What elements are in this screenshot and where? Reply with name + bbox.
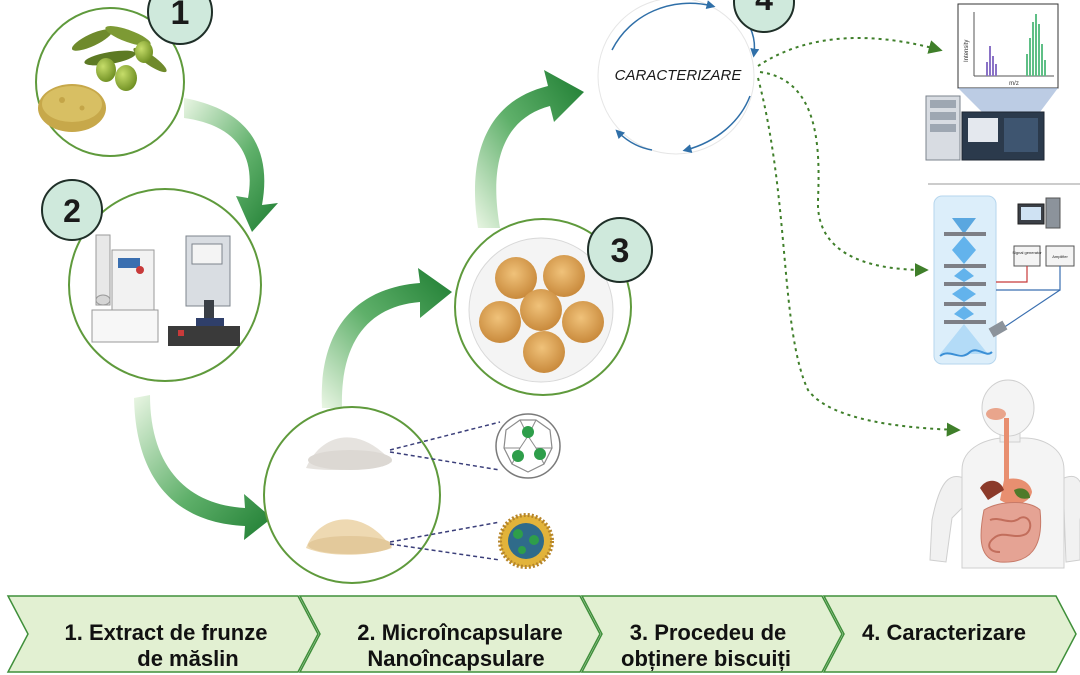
step-4-badge: 4 bbox=[733, 0, 795, 33]
mass-spectrometer-image bbox=[925, 88, 1058, 161]
mass-spectrum-panel: Intensity m/z bbox=[957, 3, 1059, 89]
flow-arrow-2-to-powders bbox=[134, 395, 272, 540]
flow-arrow-powders-to-3 bbox=[321, 268, 452, 408]
spectrum-y-label: Intensity bbox=[964, 40, 970, 62]
fullerene-capsule-icon bbox=[495, 413, 561, 479]
step-4-number: 4 bbox=[755, 0, 773, 17]
step-1-number: 1 bbox=[171, 0, 190, 32]
spectrum-peaks-green bbox=[1026, 14, 1046, 76]
center-label: CARACTERIZARE bbox=[615, 67, 743, 84]
banner-segment-3 bbox=[580, 595, 843, 673]
step-2-number: 2 bbox=[63, 193, 81, 229]
banner-segment-2 bbox=[298, 595, 601, 673]
spectrum-peaks-purple bbox=[986, 46, 997, 76]
spectrum-x-label: m/z bbox=[1009, 81, 1019, 87]
step-1-badge: 1 bbox=[147, 0, 213, 45]
olive-leaf-powder-image bbox=[38, 84, 106, 132]
acoustic-setup-image: Signal generator Amplifier bbox=[933, 195, 1075, 365]
banner-3-line2: obținere biscuiți bbox=[621, 646, 791, 671]
olive-leaves-image bbox=[71, 26, 167, 91]
flow-arrow-3-to-4 bbox=[474, 70, 584, 228]
spray-dryer-image bbox=[91, 234, 159, 343]
step-3-circle bbox=[454, 218, 632, 396]
banner-segment-1 bbox=[6, 595, 319, 673]
biscuits-image bbox=[479, 255, 604, 373]
step-2-badge: 2 bbox=[41, 179, 103, 241]
step-1-circle bbox=[35, 7, 185, 157]
characterization-cycle: CARACTERIZARE bbox=[597, 0, 760, 155]
homogenizer-image bbox=[168, 235, 240, 346]
banner-2-line2: Nanoîncapsulare bbox=[367, 646, 544, 671]
digestive-system-image bbox=[929, 379, 1080, 569]
dotted-arrow-acoustic bbox=[759, 71, 929, 277]
white-powder-image bbox=[306, 437, 392, 470]
dotted-arrow-mass-spec bbox=[757, 37, 943, 67]
signal-generator-label: Signal generator bbox=[1012, 250, 1042, 255]
banner-4-line1: 4. Caracterizare bbox=[862, 620, 1026, 645]
banner-3-line1: 3. Procedeu de bbox=[630, 620, 787, 645]
flow-arrow-1-to-2 bbox=[184, 98, 278, 232]
zoom-lines bbox=[389, 421, 501, 561]
powders-circle bbox=[263, 406, 441, 584]
step-3-badge: 3 bbox=[587, 217, 653, 283]
banner-1-line1: 1. Extract de frunze bbox=[65, 620, 268, 645]
step-3-number: 3 bbox=[611, 232, 630, 270]
liposome-capsule-icon bbox=[498, 513, 554, 569]
banner-2-line1: 2. Microîncapsulare bbox=[357, 620, 562, 645]
dotted-arrows bbox=[757, 37, 961, 437]
amplifier-label: Amplifier bbox=[1052, 254, 1068, 259]
bottom-banner: 1. Extract de frunze de măslin 2. Microî… bbox=[6, 595, 1077, 673]
step-2-circle bbox=[68, 188, 262, 382]
dotted-arrow-digestion bbox=[757, 77, 961, 437]
beige-powder-image bbox=[306, 519, 392, 555]
banner-1-line2: de măslin bbox=[137, 646, 238, 671]
banner-segment-4 bbox=[822, 595, 1077, 673]
